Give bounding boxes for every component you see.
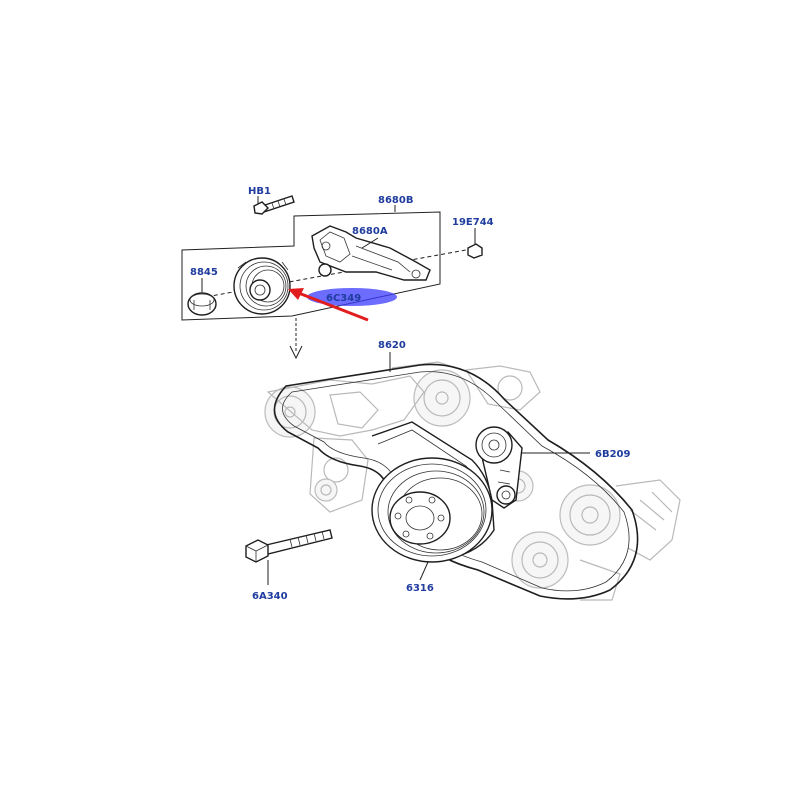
- bolt-hb1: [253, 195, 295, 215]
- label-8845: 8845: [190, 267, 218, 278]
- label-8620: 8620: [378, 340, 406, 351]
- label-8680b: 8680B: [378, 195, 413, 206]
- tensioner-bracket-8680a: [311, 225, 431, 281]
- label-hb1: HB1: [248, 186, 271, 197]
- label-8680a: 8680A: [352, 226, 388, 237]
- label-6a340: 6A340: [252, 591, 288, 602]
- label-6b209: 6B209: [595, 449, 630, 460]
- leader-lines: [361, 205, 590, 581]
- idler-pulley-6c349: [233, 257, 291, 315]
- dust-cap-8845: [187, 278, 217, 316]
- crankshaft-pulley-6316: [371, 457, 493, 563]
- label-6c349: 6C349: [326, 293, 361, 304]
- part-highlight-ellipse: [307, 288, 397, 306]
- red-arrow-indicator: [288, 288, 369, 322]
- nut-19e744: [467, 228, 483, 259]
- label-6316: 6316: [406, 583, 434, 594]
- label-19e744: 19E744: [452, 217, 494, 228]
- bolt-6a340: [245, 529, 333, 585]
- belt-tensioner-6b209: [475, 426, 523, 509]
